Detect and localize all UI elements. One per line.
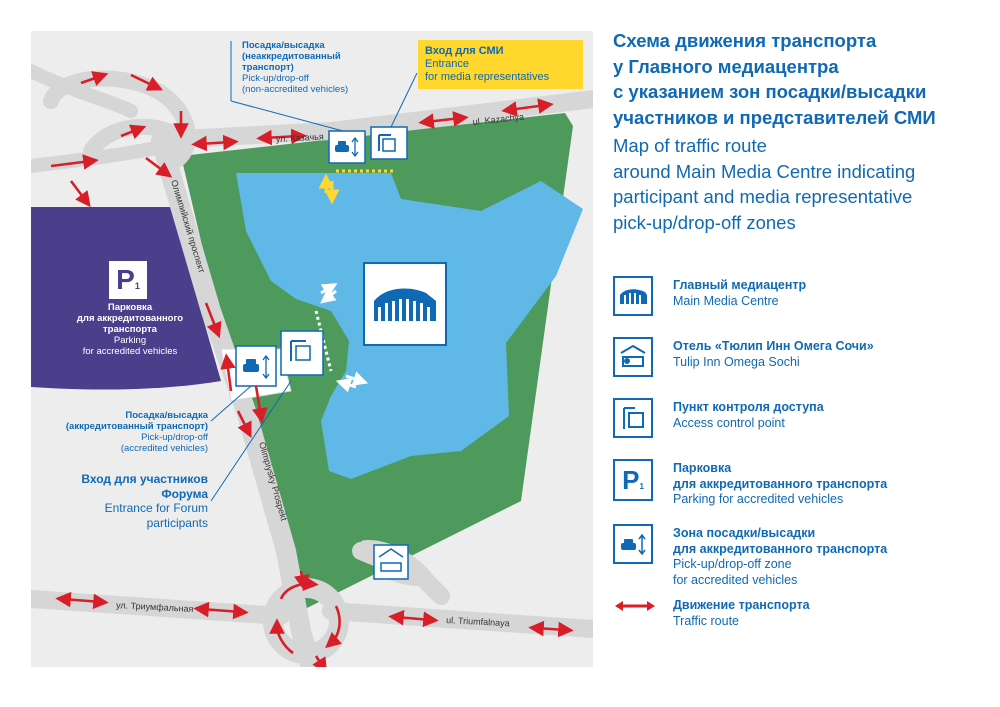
access-point-top	[370, 126, 408, 160]
access-point-bottom	[280, 330, 324, 376]
hotel-icon	[620, 344, 646, 367]
access-control-icon	[623, 407, 644, 429]
callout-pickup-accredited: Посадка/высадка (аккредитованный транспо…	[65, 410, 208, 454]
hotel-icon	[378, 548, 404, 572]
street-triumfalnaya-ru: ул. Триумфальная	[116, 600, 194, 614]
street-triumfalnaya-en: ul. Triumfalnaya	[446, 615, 510, 628]
callout-media-entrance: Вход для СМИ Entrance for media represen…	[418, 40, 583, 89]
car-icon-bottom	[243, 354, 270, 380]
media-centre-icon	[620, 289, 647, 304]
callout-forum-entrance: Вход для участников Форума Entrance for …	[81, 472, 208, 530]
pickup-zone-top	[328, 130, 366, 164]
parking-icon-map	[109, 261, 147, 299]
hotel-building	[373, 544, 409, 580]
street-kazachya-ru: ул. Казачья	[276, 131, 324, 143]
traffic-routes	[50, 71, 574, 667]
parking-symbol: P1	[116, 264, 140, 295]
parking-icon: P1	[622, 465, 644, 495]
media-centre-icon	[374, 288, 436, 321]
traffic-map: ул. Казачья ul. Kazachya Олимпийский про…	[31, 31, 593, 667]
traffic-route-icon	[615, 601, 655, 611]
access-control-icon-top	[378, 134, 396, 152]
title-block: Схема движения транспорта у Главного мед…	[613, 28, 983, 235]
title-en: Map of traffic route around Main Media C…	[613, 135, 916, 233]
title-ru: Схема движения транспорта у Главного мед…	[613, 30, 936, 128]
pickup-dropoff-icon	[621, 533, 646, 556]
parking-callout: Парковка для аккредитованного транспорта…	[76, 302, 184, 357]
access-control-icon-bottom	[290, 340, 311, 361]
callout-pickup-non-accredited: Посадка/высадка (неаккредитованный транс…	[242, 40, 349, 95]
car-icon-top	[335, 136, 359, 158]
